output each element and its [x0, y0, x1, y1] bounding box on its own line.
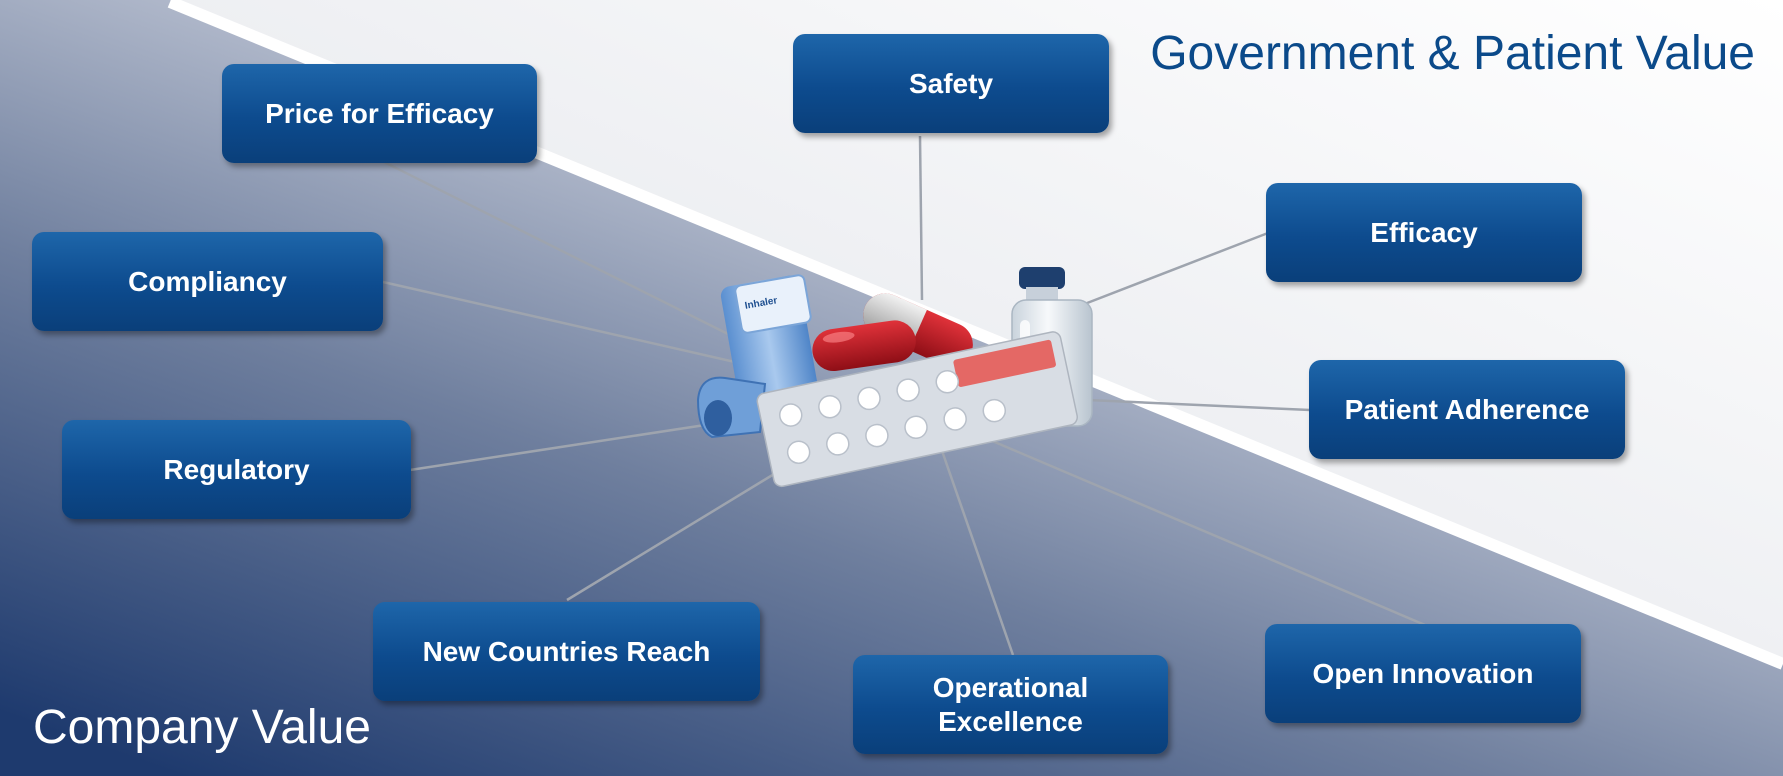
node-new-countries-reach: New Countries Reach: [373, 602, 760, 701]
node-operational-excellence: Operational Excellence: [853, 655, 1168, 754]
connector-lines: [379, 135, 1426, 656]
government-patient-value-heading: Government & Patient Value: [1150, 27, 1755, 80]
capsules-icon: [812, 293, 973, 372]
node-efficacy: Efficacy: [1266, 183, 1582, 282]
node-price-for-efficacy: Price for Efficacy: [222, 64, 537, 163]
company-value-heading: Company Value: [33, 701, 371, 754]
node-safety: Safety: [793, 34, 1109, 133]
medicine-illustration: Inhaler: [696, 267, 1093, 488]
blister-pack-icon: [756, 331, 1079, 488]
node-compliancy: Compliancy: [32, 232, 383, 331]
node-patient-adherence: Patient Adherence: [1309, 360, 1625, 459]
node-regulatory: Regulatory: [62, 420, 411, 519]
node-open-innovation: Open Innovation: [1265, 624, 1581, 723]
